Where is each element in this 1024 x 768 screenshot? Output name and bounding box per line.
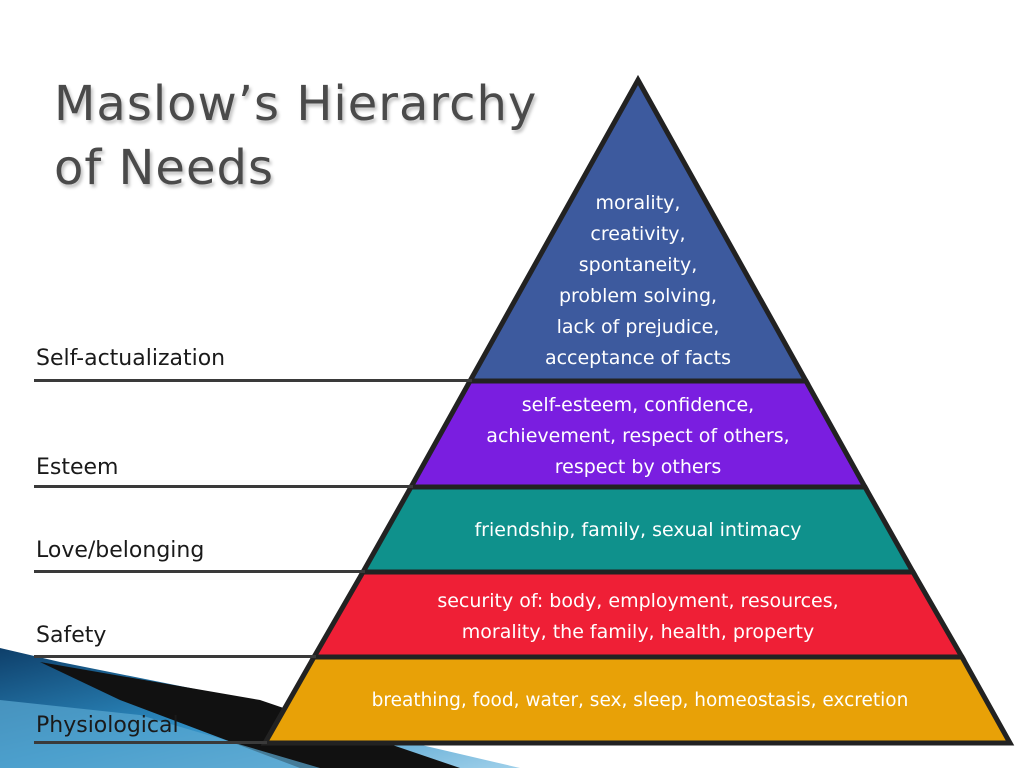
level-divider <box>34 570 365 573</box>
band-line: breathing, food, water, sex, sleep, home… <box>371 690 909 711</box>
title-line-1: Maslow’s Hierarchy <box>54 76 538 132</box>
band-line: security of: body, employment, resources… <box>437 590 839 612</box>
level-divider <box>34 655 316 658</box>
band-line: morality, the family, health, property <box>461 621 815 643</box>
band-line: self-esteem, confidence, <box>521 394 755 416</box>
level-label-love-belonging: Love/belonging <box>36 538 205 563</box>
physiological-text: breathing, food, water, sex, sleep, home… <box>290 685 990 716</box>
band-line: problem solving, <box>558 285 718 307</box>
title-line-2: of Needs <box>54 140 274 196</box>
level-divider <box>34 485 413 488</box>
esteem-text: self-esteem, confidence, achievement, re… <box>430 390 846 483</box>
level-label-safety: Safety <box>36 623 107 648</box>
band-line: acceptance of facts <box>544 347 732 369</box>
level-divider <box>34 741 267 744</box>
band-line: respect by others <box>554 456 722 478</box>
level-label-physiological: Physiological <box>36 713 179 738</box>
pyramid-level-physiological <box>260 654 1015 746</box>
love-belonging-text: friendship, family, sexual intimacy <box>400 515 876 546</box>
band-line: creativity, <box>590 223 686 245</box>
page-title: Maslow’s Hierarchy of Needs <box>54 72 537 200</box>
level-divider <box>34 379 472 382</box>
level-label-self-actualization: Self-actualization <box>36 346 226 371</box>
self-actualization-text: morality, creativity, spontaneity, probl… <box>488 188 788 374</box>
band-line: spontaneity, <box>578 254 698 276</box>
band-line: lack of prejudice, <box>556 316 720 338</box>
safety-text: security of: body, employment, resources… <box>360 586 916 648</box>
band-line: morality, <box>595 192 681 214</box>
level-label-esteem: Esteem <box>36 455 119 480</box>
band-line: friendship, family, sexual intimacy <box>474 519 802 541</box>
light-swoosh-shape <box>0 700 320 768</box>
band-line: achievement, respect of others, <box>486 425 790 447</box>
